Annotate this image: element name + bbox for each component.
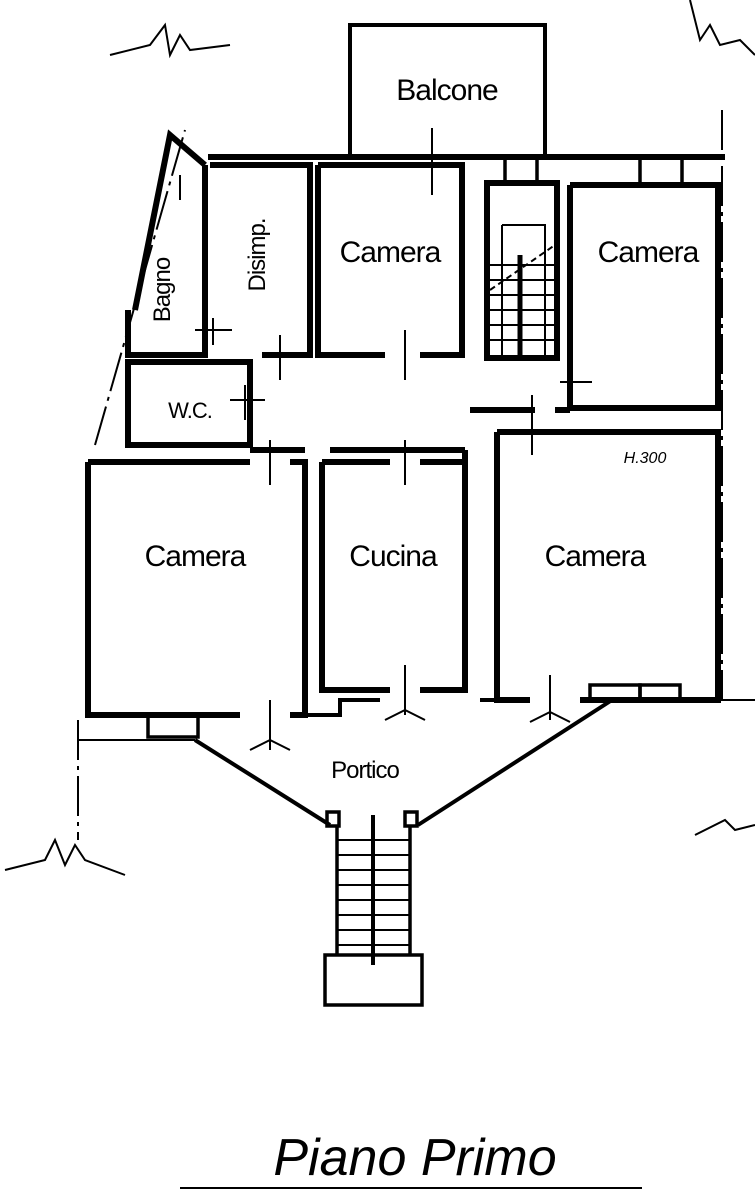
room-label-camera-right: Camera [545,540,647,573]
room-label-portico: Portico [331,757,399,784]
internal-staircase [489,244,556,355]
room-label-camera-left: Camera [145,540,247,573]
portico: Portico [193,698,614,828]
door-marks [179,128,592,751]
balcone-room: Balcone [348,23,547,157]
room-label-cucina: Cucina [349,540,438,573]
plan-title: Piano Primo [273,1129,556,1187]
terrain-marks [4,0,755,876]
room-label-camera-top-right: Camera [598,236,700,269]
room-label-wc: W.C. [168,398,212,423]
height-note: H.300 [624,450,667,467]
walls [85,129,725,718]
room-label-balcone: Balcone [396,74,498,107]
room-label-disimp: Disimp. [244,218,271,291]
windows [146,155,684,739]
external-staircase [323,815,424,1007]
room-label-bagno: Bagno [149,257,176,322]
room-label-camera-top-center: Camera [340,236,442,269]
